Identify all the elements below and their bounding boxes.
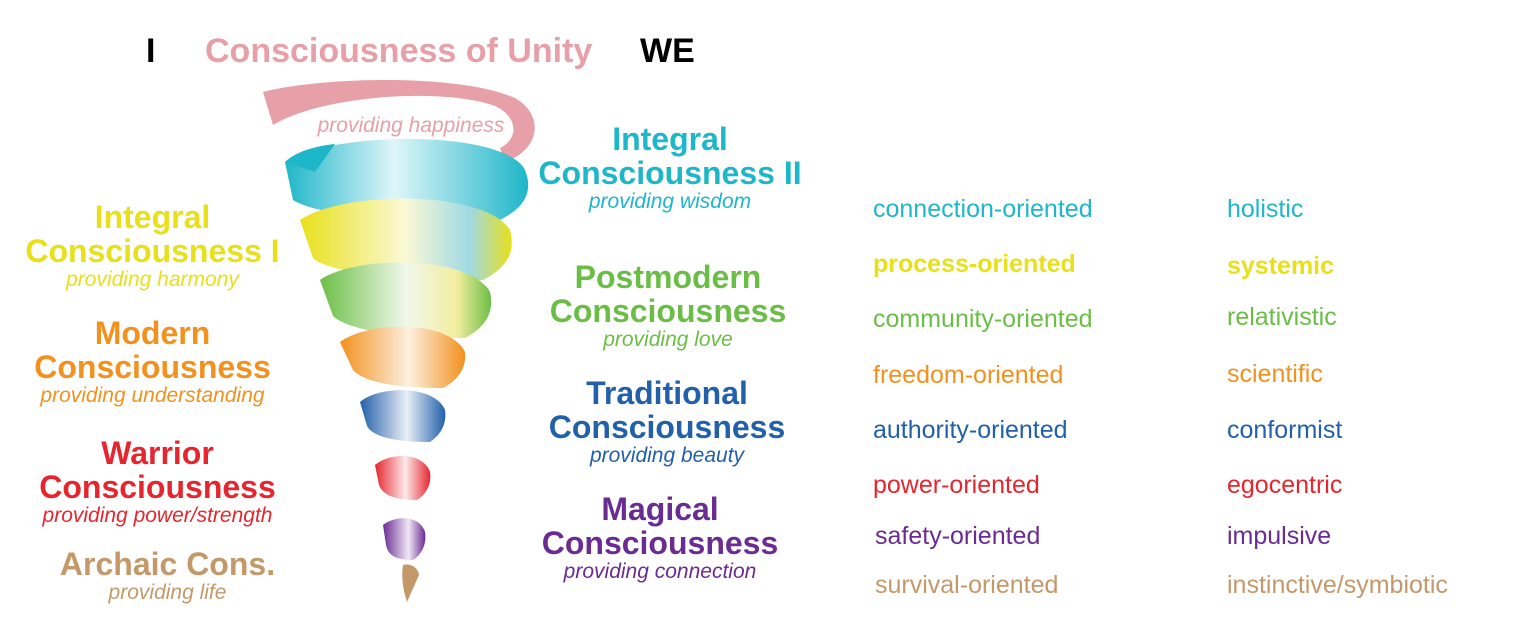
level-archaic: Archaic Cons. providing life <box>25 547 310 605</box>
level-subtitle: providing beauty <box>589 444 745 467</box>
level-title-line1: Magical <box>601 491 719 527</box>
level-title-line1: Archaic Cons. <box>59 546 276 582</box>
level-subtitle: providing connection <box>563 560 757 583</box>
spiral-top-caption: providing happiness <box>317 114 505 137</box>
keyword-trait: holistic <box>1227 195 1304 223</box>
level-title-line2: Consciousness <box>541 525 779 561</box>
keyword-orientation: freedom-oriented <box>873 361 1064 389</box>
header-i-label: I <box>146 32 156 70</box>
keyword-trait: scientific <box>1227 360 1323 388</box>
spiral-band-cyan <box>285 138 529 220</box>
level-title-line1: Postmodern <box>574 259 762 295</box>
level-title-line1: Integral <box>94 199 211 235</box>
header-title: Consciousness of Unity <box>205 32 593 70</box>
level-title-line1: Warrior <box>101 435 214 471</box>
keyword-trait: impulsive <box>1227 522 1332 550</box>
keyword-trait: relativistic <box>1227 303 1337 331</box>
keyword-trait: systemic <box>1227 252 1335 280</box>
level-subtitle: providing love <box>603 328 733 351</box>
spiral-band-purple <box>383 518 426 560</box>
spiral-band-red <box>375 455 431 500</box>
level-title-line2: Consciousness <box>548 409 786 445</box>
level-integral-2: Integral Consciousness II providing wisd… <box>520 122 820 214</box>
level-title-line2: Consciousness I <box>25 233 280 269</box>
spiral-diagram: providing happiness <box>263 80 535 602</box>
level-warrior: Warrior Consciousness providing power/st… <box>15 436 300 528</box>
spiral-band-pink <box>263 80 535 162</box>
level-postmodern: Postmodern Consciousness providing love <box>518 260 818 352</box>
spiral-band-orange <box>340 326 466 388</box>
keyword-orientation: authority-oriented <box>873 416 1068 444</box>
keyword-trait: instinctive/symbiotic <box>1227 571 1448 599</box>
keyword-orientation: survival-oriented <box>875 571 1059 599</box>
spiral-band-blue <box>360 390 446 442</box>
level-integral-1: Integral Consciousness I providing harmo… <box>10 200 295 292</box>
level-traditional: Traditional Consciousness providing beau… <box>517 376 817 468</box>
spiral-band-green <box>320 262 492 338</box>
level-subtitle: providing harmony <box>66 268 239 291</box>
header-we-label: WE <box>640 32 695 70</box>
spiral-band-yellow <box>300 198 512 280</box>
level-modern: Modern Consciousness providing understan… <box>10 316 295 408</box>
keyword-trait: egocentric <box>1227 471 1343 499</box>
level-subtitle: providing power/strength <box>42 504 273 527</box>
keyword-orientation: power-oriented <box>873 471 1040 499</box>
level-title-line2: Consciousness <box>39 469 276 505</box>
level-title-line1: Integral <box>612 121 728 157</box>
keyword-orientation: process-oriented <box>873 250 1076 278</box>
level-title-line2: Consciousness <box>549 293 787 329</box>
level-magical: Magical Consciousness providing connecti… <box>510 492 810 584</box>
keyword-orientation: safety-oriented <box>875 522 1041 550</box>
keyword-orientation: community-oriented <box>873 305 1093 333</box>
level-title-line2: Consciousness II <box>538 155 802 191</box>
level-subtitle: providing understanding <box>40 384 265 407</box>
keyword-orientation: connection-oriented <box>873 195 1093 223</box>
level-title-line2: Consciousness <box>34 349 271 385</box>
level-title-line1: Modern <box>94 315 211 351</box>
level-subtitle: providing life <box>108 581 227 604</box>
spiral-tip-tan <box>402 564 419 602</box>
level-subtitle: providing wisdom <box>588 190 752 213</box>
keyword-trait: conformist <box>1227 416 1343 444</box>
level-title-line1: Traditional <box>586 375 748 411</box>
